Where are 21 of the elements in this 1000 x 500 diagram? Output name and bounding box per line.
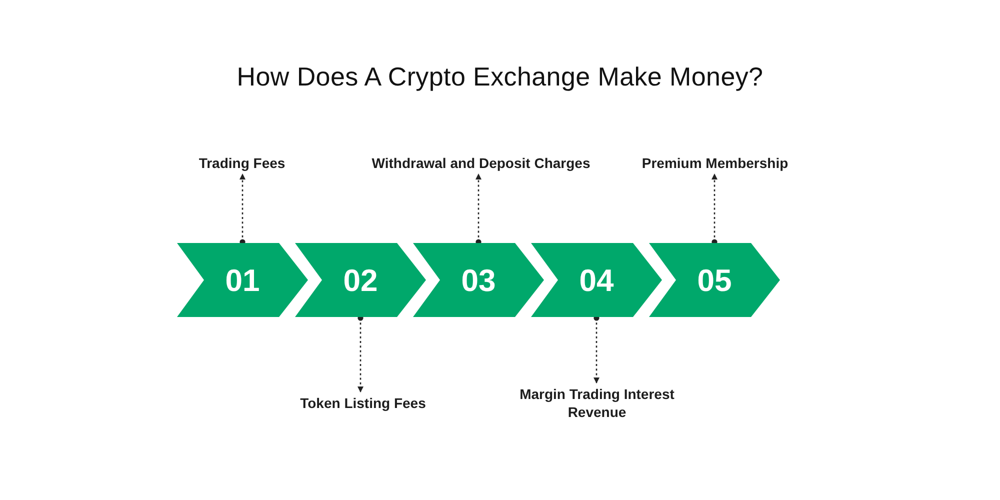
leader-line xyxy=(240,174,246,245)
leader-line xyxy=(476,174,482,245)
step-number: 01 xyxy=(225,264,260,296)
step-number: 03 xyxy=(461,264,496,296)
leader-line xyxy=(594,315,600,384)
callout-label: Withdrawal and Deposit Charges xyxy=(372,154,590,172)
callout-label: Token Listing Fees xyxy=(300,394,426,412)
callout-label: Premium Membership xyxy=(642,154,788,172)
callout-label: Trading Fees xyxy=(198,154,286,172)
step-number: 05 xyxy=(697,264,732,296)
step-number: 04 xyxy=(579,264,614,296)
chevron-shape xyxy=(649,243,780,317)
leader-line xyxy=(358,315,364,392)
leader-line xyxy=(712,174,718,245)
chevron-shape xyxy=(413,243,544,317)
step-number: 02 xyxy=(343,264,378,296)
chevron-shape xyxy=(295,243,426,317)
diagram-title: How Does A Crypto Exchange Make Money? xyxy=(236,62,764,92)
chevron-shape xyxy=(177,243,308,317)
callout-label: Margin Trading Interest Revenue xyxy=(511,385,683,421)
chevron-shape xyxy=(531,243,662,317)
